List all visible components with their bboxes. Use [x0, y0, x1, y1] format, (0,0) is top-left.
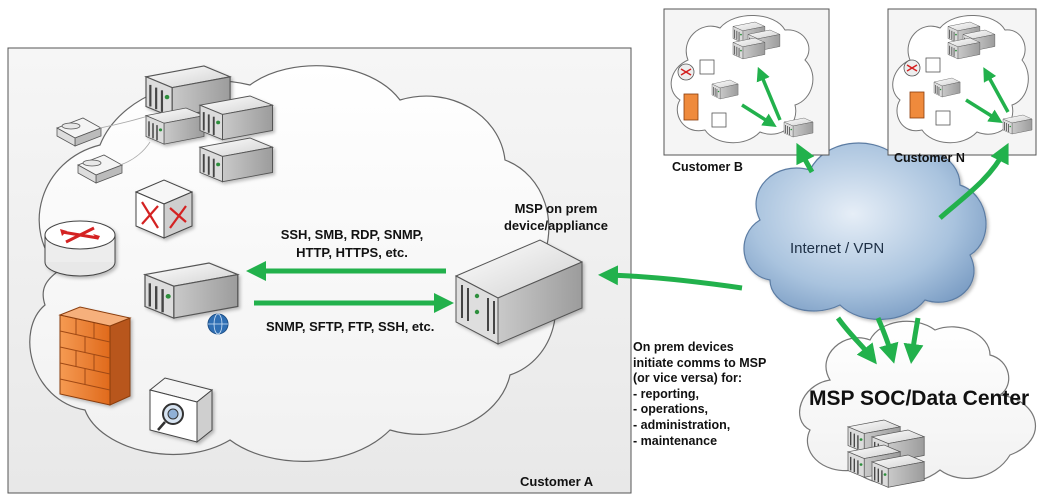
- msp-device-label: MSP on prem device/appliance: [496, 200, 616, 234]
- notes-block: On prem devices initiate comms to MSP (o…: [633, 340, 766, 449]
- notes-item: - reporting,: [633, 386, 699, 401]
- customer-a-label: Customer A: [520, 474, 594, 489]
- notes-item: - administration,: [633, 417, 731, 432]
- msp-device-line-2: device/appliance: [503, 218, 609, 233]
- customer-b-label: Customer B: [672, 160, 743, 174]
- protocols-out-line-2: HTTP, HTTPS, etc.: [296, 245, 408, 260]
- arrow-internet-to-device: [598, 265, 743, 291]
- globe-icon: [207, 313, 229, 335]
- firewall-icon: [58, 306, 132, 406]
- internet-cloud: [743, 142, 987, 321]
- protocols-out-line-1: SSH, SMB, RDP, SNMP,: [280, 227, 424, 242]
- notes-line: On prem devices: [633, 340, 734, 354]
- notes-line: initiate comms to MSP: [633, 355, 767, 370]
- customer-b-panel: [663, 8, 830, 156]
- internet-label: Internet / VPN: [790, 240, 885, 257]
- protocols-in-label: SNMP, SFTP, FTP, SSH, etc.: [266, 319, 435, 334]
- customer-n-label: Customer N: [894, 151, 965, 165]
- arrow-internet-to-customer-n: [938, 142, 1009, 220]
- phone-icon: [56, 114, 153, 184]
- router-icon: [44, 220, 116, 277]
- monitor-icon: [148, 377, 214, 444]
- msp-device-line-1: MSP on prem: [514, 201, 598, 216]
- protocols-out-label: SSH, SMB, RDP, SNMP, HTTP, HTTPS, etc.: [262, 226, 442, 262]
- switch-icon: [134, 179, 194, 239]
- customer-n-panel: [887, 8, 1037, 156]
- arrow-internet-to-customer-b: [796, 142, 815, 174]
- notes-item: - operations,: [633, 402, 709, 417]
- soc-label: MSP SOC/Data Center: [809, 387, 1030, 410]
- msp-appliance-icon: [454, 239, 584, 345]
- notes-item: - maintenance: [633, 433, 718, 448]
- arrow-internet-to-soc: [835, 316, 924, 365]
- notes-line: (or vice versa) for:: [633, 371, 743, 386]
